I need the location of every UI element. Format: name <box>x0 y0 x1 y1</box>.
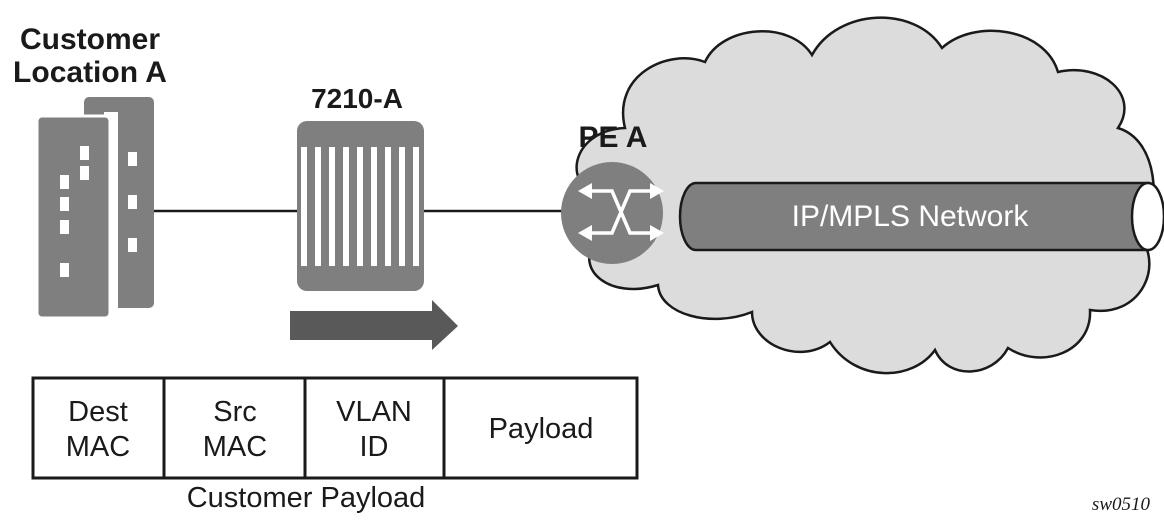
figure-id: sw0510 <box>1092 494 1151 515</box>
frame-outline <box>31 376 639 480</box>
frame-field-dest-line1: Dest <box>68 396 128 428</box>
pe-router-label: PE A <box>579 121 648 154</box>
frame-field-payload: Payload <box>489 413 594 445</box>
device-label: 7210-A <box>311 83 403 114</box>
frame-field-src-line1: Src <box>213 396 257 428</box>
customer-location-label-line1: Customer <box>20 23 160 56</box>
frame-caption: Customer Payload <box>187 482 426 514</box>
frame-field-vlan-line2: ID <box>360 431 389 463</box>
frame-format-table: Dest MAC Src MAC VLAN ID Payload <box>31 376 639 480</box>
frame-field-src-line2: MAC <box>203 431 267 463</box>
router-icon <box>561 162 664 264</box>
network-label: IP/MPLS Network <box>792 200 1030 233</box>
tunnel-pipe-icon <box>678 181 1164 252</box>
direction-arrow-icon <box>290 300 458 350</box>
frame-field-dest-line2: MAC <box>66 431 130 463</box>
office-building-icon <box>35 97 154 320</box>
switch-chassis-icon <box>297 121 424 291</box>
frame-field-vlan-line1: VLAN <box>336 396 412 428</box>
customer-location-label-line2: Location A <box>13 56 167 89</box>
